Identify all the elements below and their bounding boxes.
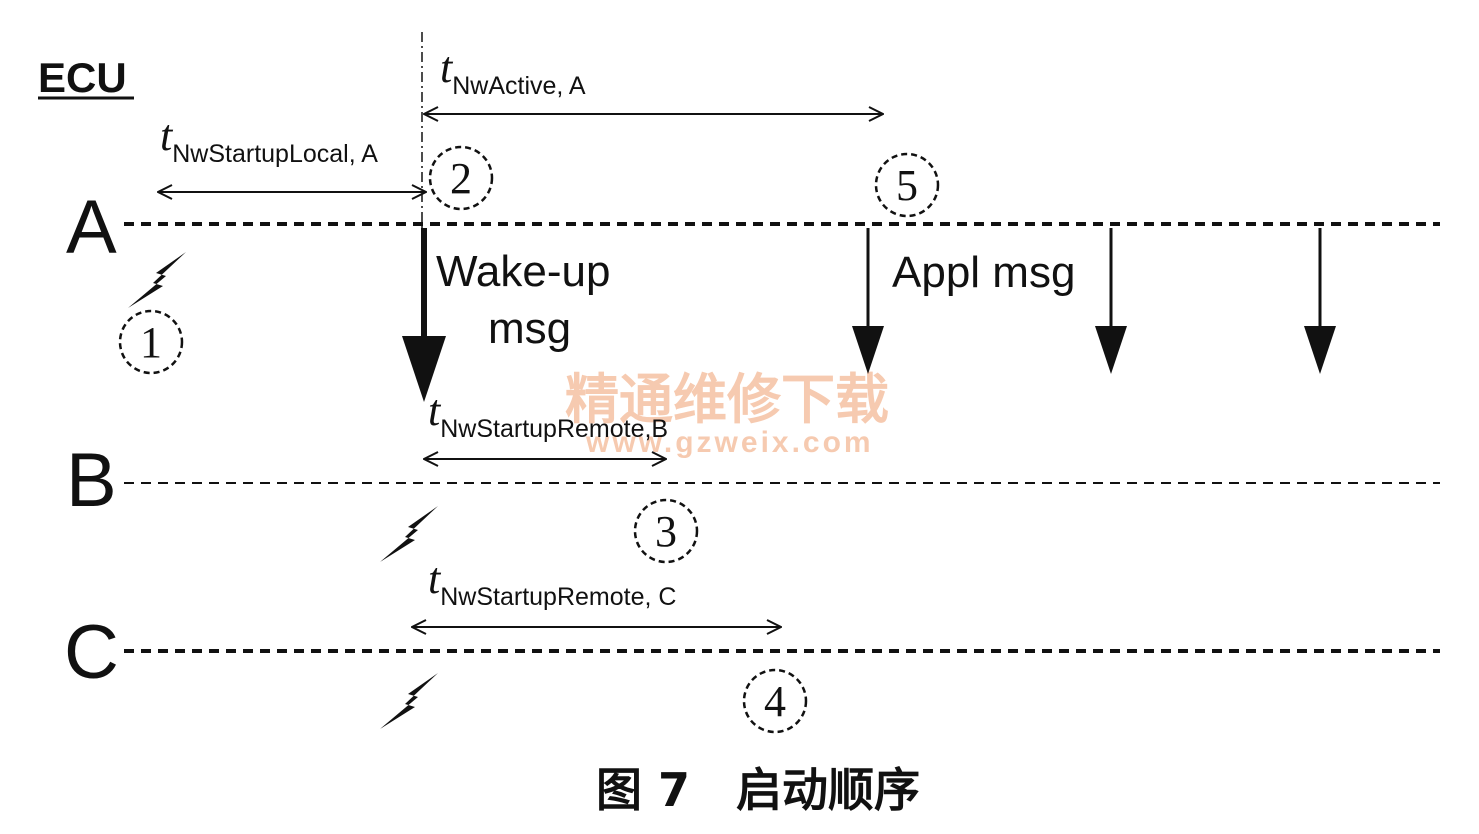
timing-symbol: t: [428, 386, 442, 435]
step-5-marker: 5: [874, 152, 940, 218]
timing-subscript: NwActive, A: [452, 72, 586, 100]
step-4-number: 4: [764, 677, 786, 726]
step-2-number: 2: [450, 154, 472, 203]
wakeup-msg-arrow: [402, 228, 446, 402]
timing-startup-remote-c: tNwStartupRemote, C: [428, 554, 676, 611]
step-3-number: 3: [655, 507, 677, 556]
timing-subscript: NwStartupLocal, A: [172, 140, 378, 168]
appl-msg-arrow: [1095, 228, 1127, 374]
step-5-number: 5: [896, 161, 918, 210]
node-b-label: B: [66, 438, 117, 523]
wakeup-msg-label-line1: Wake-up: [436, 247, 610, 296]
timing-subscript: NwStartupRemote, C: [440, 583, 676, 611]
step-4-marker: 4: [742, 668, 808, 734]
timing-startup-remote-b: tNwStartupRemote,B: [428, 386, 668, 443]
lightning-icon: [128, 252, 186, 308]
step-2-marker: 2: [428, 145, 494, 211]
timing-symbol: t: [160, 111, 174, 160]
step-1-marker: 1: [118, 309, 184, 375]
appl-msg-arrow: [852, 228, 884, 374]
timing-startup-local-a: tNwStartupLocal, A: [160, 111, 378, 168]
timing-symbol: t: [428, 554, 442, 603]
figure-caption: 图 7 启动顺序: [596, 763, 920, 817]
lightning-icon: [380, 506, 438, 562]
timing-nw-active-a: tNwActive, A: [440, 43, 586, 100]
node-c-label: C: [64, 610, 119, 695]
ecu-label: ECU: [38, 54, 127, 101]
watermark-cn: 精通维修下载: [565, 368, 889, 431]
step-1-number: 1: [140, 318, 162, 367]
wakeup-msg-label-line2: msg: [488, 304, 571, 353]
lightning-icon: [380, 673, 438, 729]
appl-msg-arrow: [1304, 228, 1336, 374]
appl-msg-label: Appl msg: [892, 248, 1075, 297]
timing-subscript: NwStartupRemote,B: [440, 415, 668, 443]
timing-symbol: t: [440, 43, 454, 92]
node-a-label: A: [66, 185, 117, 270]
step-3-marker: 3: [633, 498, 699, 564]
